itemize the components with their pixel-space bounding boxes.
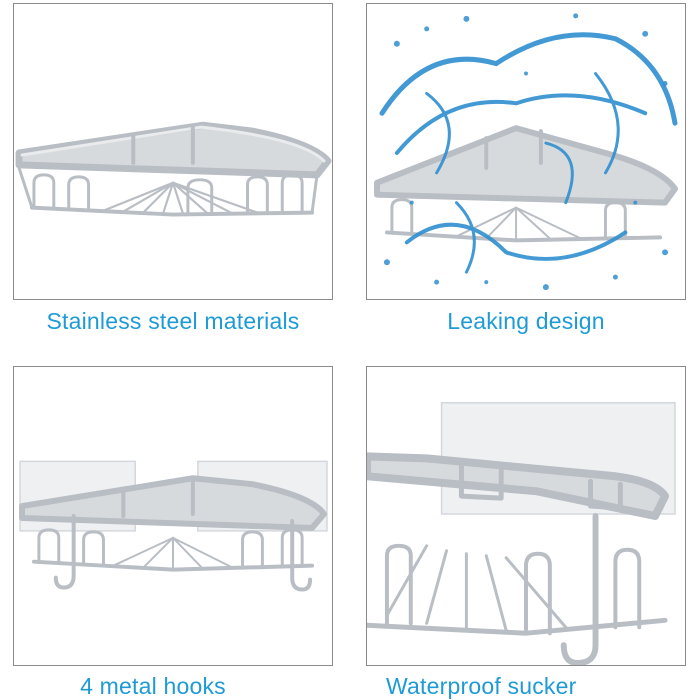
corner-shelf-with-hooks-image — [19, 460, 328, 592]
caption-metal-hooks: 4 metal hooks — [80, 673, 226, 699]
panel-leaking-design — [366, 3, 686, 300]
corner-shelf-water-splash-image — [374, 13, 678, 291]
panel-stainless-steel — [13, 3, 333, 300]
panel-waterproof-sucker — [366, 366, 686, 666]
corner-shelf-basket-image — [15, 121, 332, 217]
caption-waterproof-sucker: Waterproof sucker — [386, 673, 577, 699]
corner-shelf-adhesive-closeup-image — [367, 402, 676, 665]
caption-leaking-design: Leaking design — [447, 308, 605, 334]
panel-metal-hooks — [13, 366, 333, 666]
caption-stainless-steel: Stainless steel materials — [46, 308, 300, 334]
